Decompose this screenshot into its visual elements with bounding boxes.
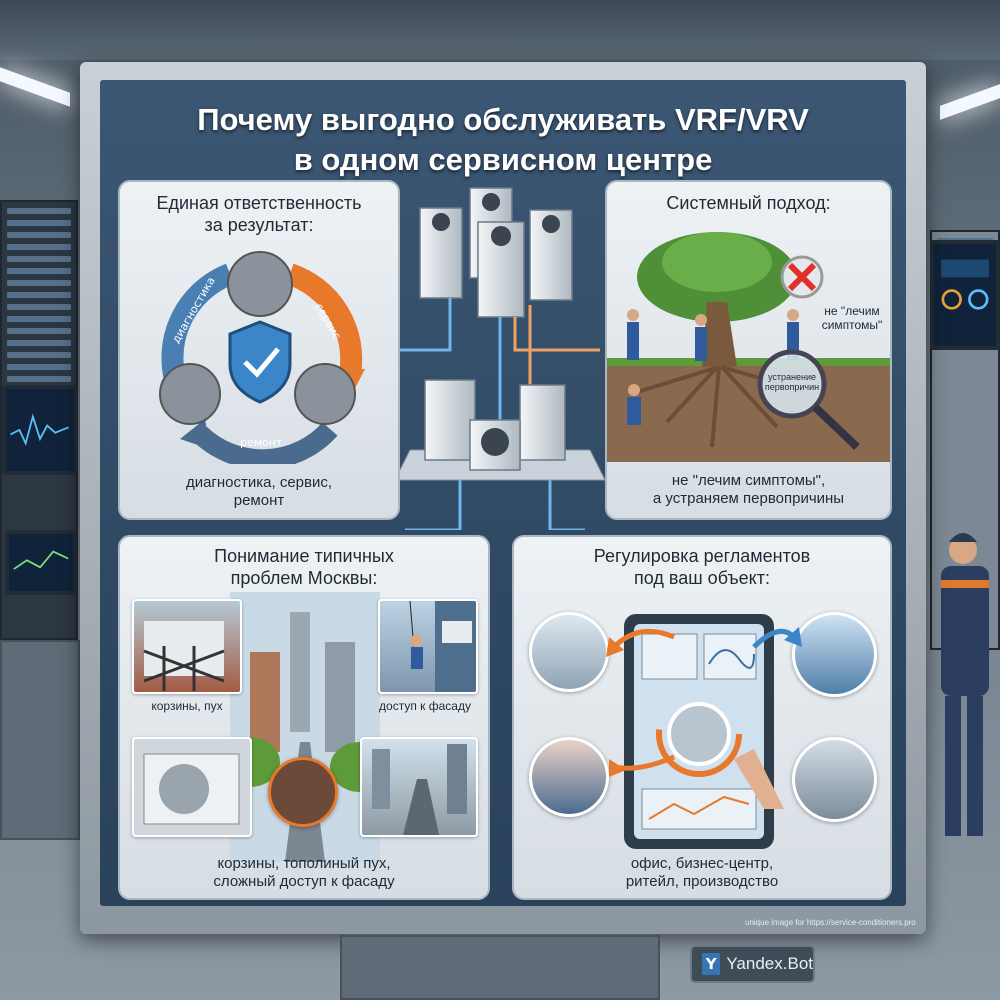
heading-line: Регулировка регламентов [593, 546, 811, 566]
image-retail [529, 737, 609, 817]
image-facade-climber [378, 599, 478, 694]
cycle-label-repair: ремонт [240, 436, 283, 449]
ceiling [0, 0, 1000, 60]
panel-heading: Понимание типичных проблем Москвы: [120, 545, 488, 589]
page-title: Почему выгодно обслуживать VRF/VRV в одн… [100, 100, 906, 180]
magnifier-label: устранение первопричин [757, 372, 827, 392]
heading-line: проблем Москвы: [230, 568, 378, 588]
title-line-2: в одном сервисном центре [293, 142, 713, 177]
ceiling-light [0, 67, 70, 107]
caption-line: диагностика, сервис, [185, 474, 333, 491]
vrf-system-diagram [390, 187, 606, 530]
monitor [2, 385, 78, 475]
title-line-1: Почему выгодно обслуживать VRF/VRV [197, 102, 809, 137]
panel-heading: Единая ответственность за результат: [120, 192, 398, 236]
panel-caption: не "лечим симптомы", а устраняем первопр… [607, 472, 890, 508]
label-line: первопричин [764, 382, 820, 392]
image-business-center [792, 612, 877, 697]
tree-roots-illustration [607, 232, 890, 462]
caption-line: ремонт [233, 492, 285, 509]
panel-heading: Системный подход: [666, 193, 831, 213]
caption-line: не "лечим симптомы", [671, 472, 826, 489]
service-cycle-diagram: диагностика сервис ремонт [159, 251, 365, 464]
label-line: устранение [767, 372, 816, 382]
ceiling-light [940, 84, 1000, 120]
heading-line: Понимание типичных [214, 546, 394, 566]
heading-line: за результат: [204, 215, 314, 235]
caption-line: сложный доступ к фасаду [213, 873, 395, 890]
caption-line: а устраняем первопричины [652, 490, 845, 507]
caption-line: ритейл, производство [625, 873, 779, 890]
panel-moscow-problems: Понимание типичных проблем Москвы: корзи… [118, 535, 490, 900]
panel-heading: Регулировка регламентов под ваш объект: [514, 545, 890, 589]
heading-line: Единая ответственность [156, 193, 362, 213]
no-symptoms-label: не "лечим симптомы" [812, 304, 890, 332]
panel-single-responsibility: Единая ответственность за результат: диа… [118, 180, 400, 520]
image-ac-poplar-fluff [132, 737, 252, 837]
image-balcony-basket [132, 599, 242, 694]
heading-line: под ваш объект: [634, 568, 770, 588]
cabinet [340, 935, 660, 1000]
label-line: симптомы" [821, 318, 883, 332]
panel-caption: корзины, тополиный пух, сложный доступ к… [120, 855, 488, 891]
label-facade: доступ к фасаду [379, 699, 471, 713]
monitor [930, 240, 1000, 350]
panel-system-approach: Системный подход: не "лечим симптомы" ус… [605, 180, 892, 520]
caption-line: корзины, тополиный пух, [217, 855, 391, 872]
caption-line: офис, бизнес-центр, [630, 855, 774, 872]
panel-caption: диагностика, сервис, ремонт [120, 474, 398, 510]
cabinet [0, 640, 80, 840]
yandex-logo-icon: Y [702, 953, 721, 975]
image-city-traffic [360, 737, 478, 837]
watermark-text: unique image for https://service-conditi… [745, 918, 916, 927]
label-line: не "лечим [824, 304, 880, 318]
panel-caption: офис, бизнес-центр, ритейл, производство [514, 855, 890, 891]
image-production [792, 737, 877, 822]
yandex-bot-badge: Y Yandex.Bot [690, 945, 815, 983]
tablet-control-illustration [624, 614, 784, 849]
label-baskets: корзины, пух [151, 699, 223, 713]
image-clogged-coil [268, 757, 338, 827]
technician-figure [941, 533, 989, 836]
monitor [5, 530, 77, 595]
arrows [606, 627, 802, 777]
badge-text: Yandex.Bot [726, 954, 813, 973]
panel-regulations: Регулировка регламентов под ваш объект: … [512, 535, 892, 900]
